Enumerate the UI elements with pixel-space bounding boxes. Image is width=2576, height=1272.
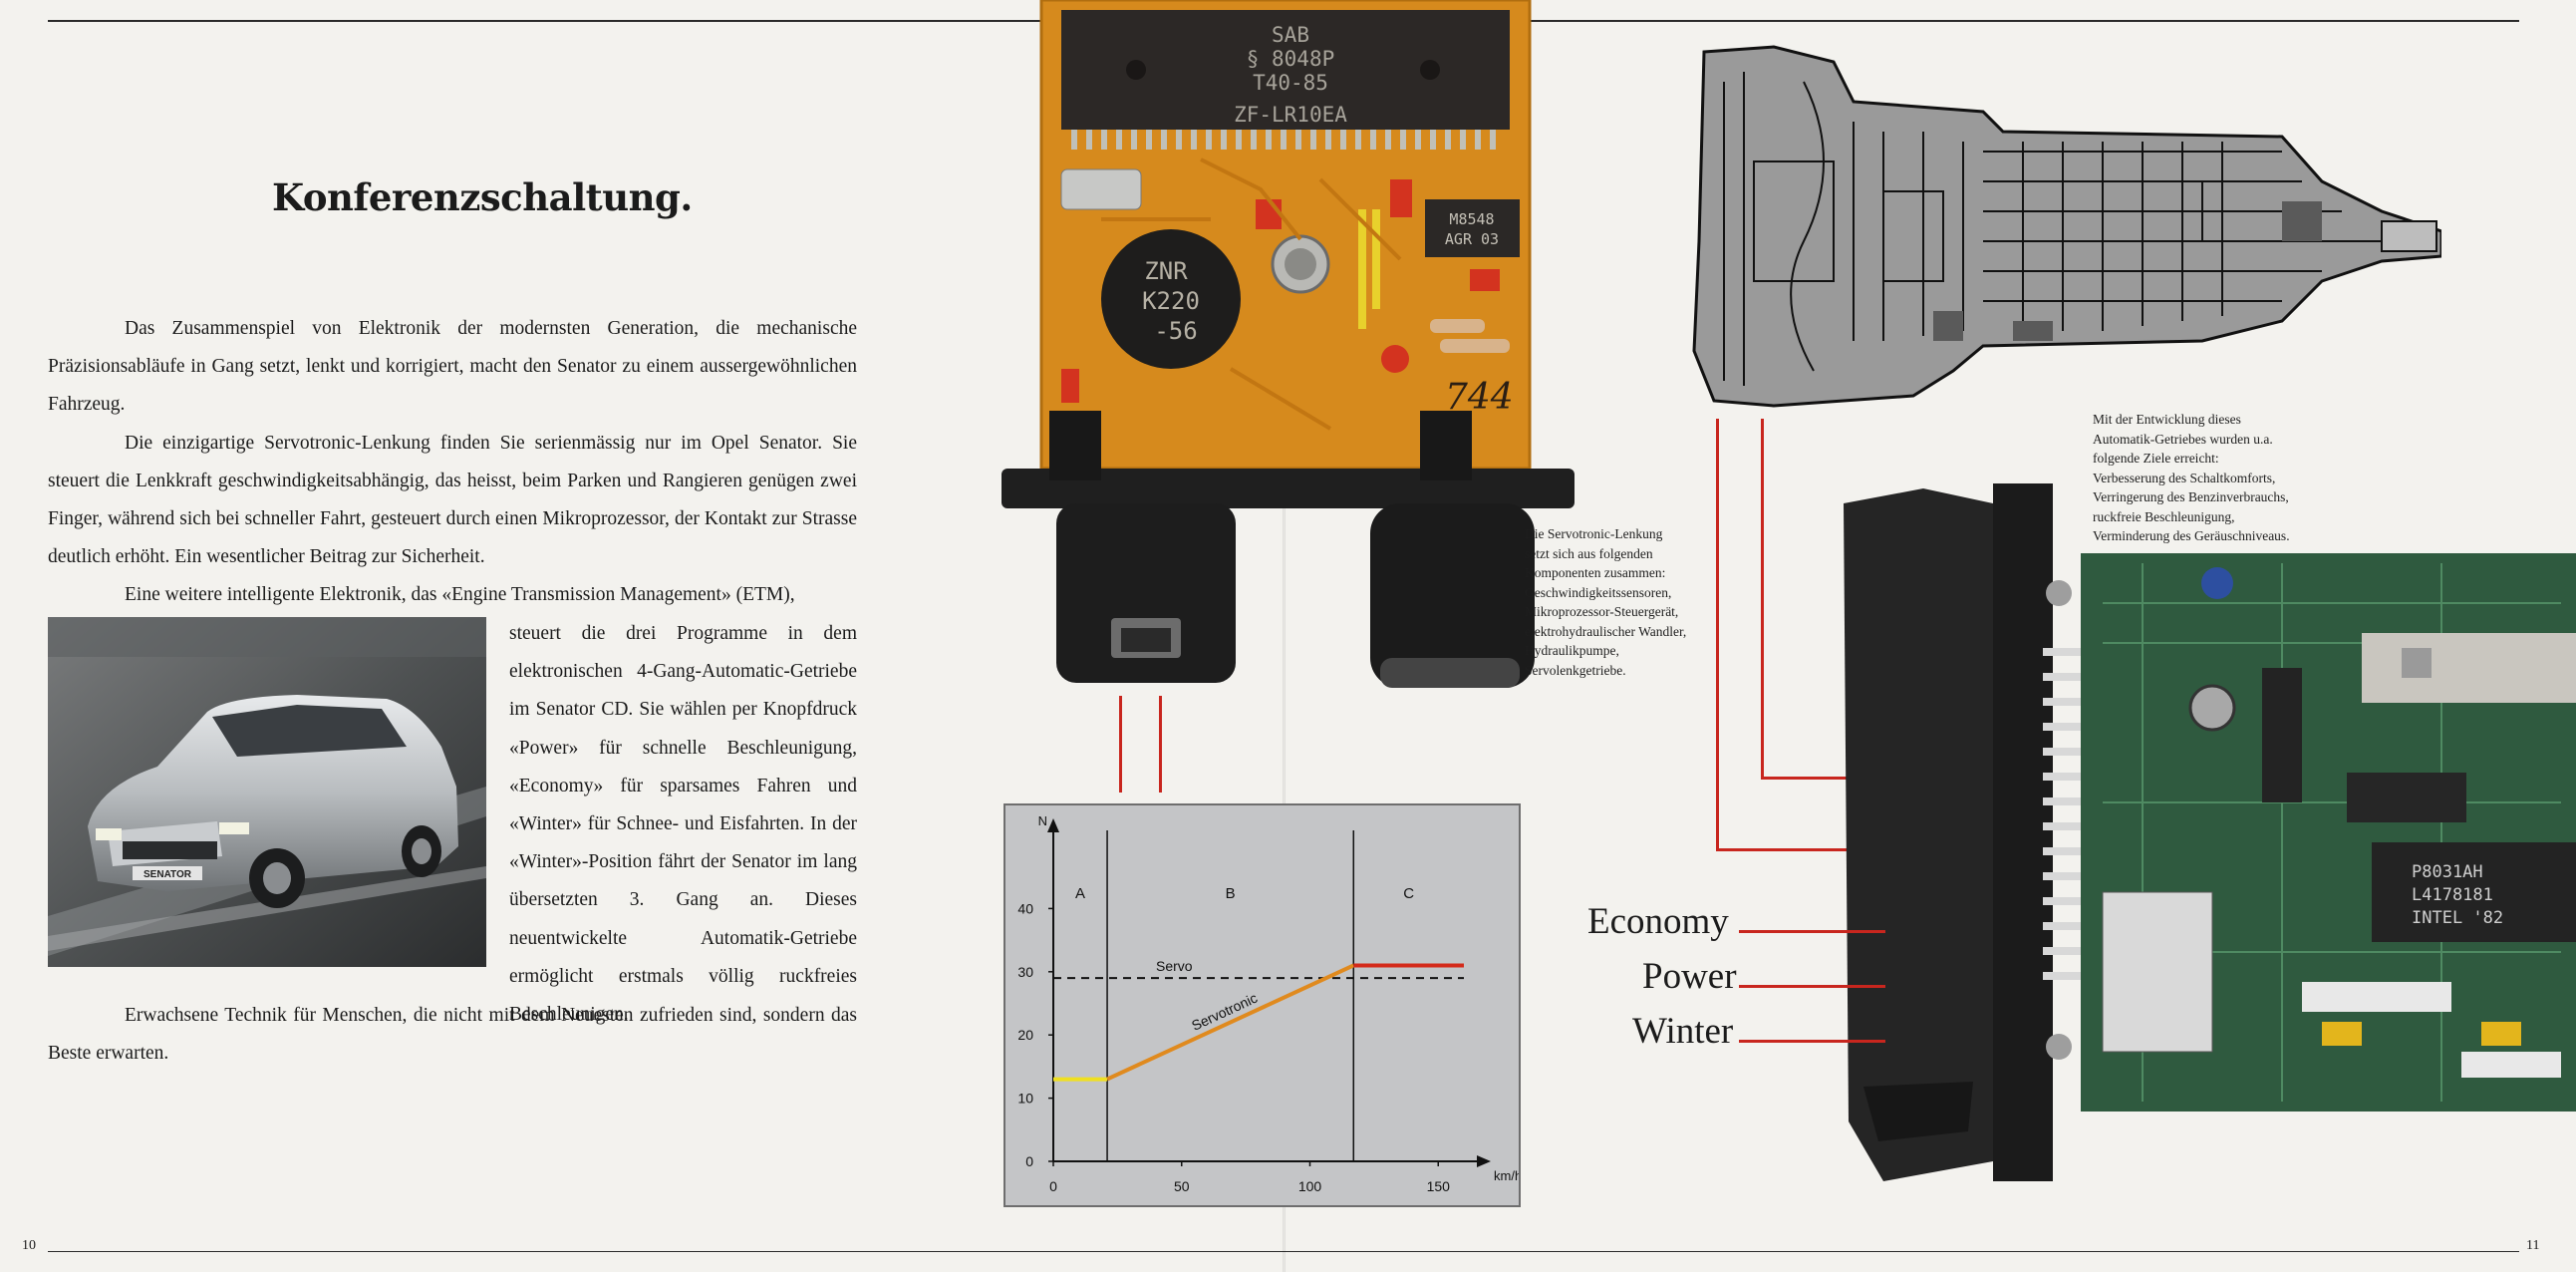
servotronic-caption-line: Servolenkgetriebe. (1525, 662, 1626, 678)
x-axis-arrow (1477, 1155, 1491, 1167)
page-number-right: 11 (2526, 1238, 2540, 1253)
servotronic-caption: Die Servotronic-Lenkung setzt sich aus f… (1525, 524, 1724, 680)
y-tick-label: 30 (1017, 964, 1033, 980)
page-gutter (1283, 0, 1286, 1272)
chip-label-1: SAB (1272, 23, 1309, 47)
gearbox-caption: Mit der Entwicklung dieses Automatik-Get… (2093, 410, 2332, 546)
etm-control-unit-illustration: P8031AH L4178181 INTEL '82 (1844, 483, 2576, 1181)
y-tick-label: 0 (1025, 1153, 1033, 1169)
paragraph-3-wrap: steuert die drei Programme in dem elektr… (509, 623, 857, 1026)
gearbox-cutaway-illustration (1692, 45, 2443, 408)
headline: Konferenzschaltung. (272, 175, 693, 219)
license-plate: SENATOR (143, 869, 192, 880)
page-number-left: 10 (22, 1238, 36, 1253)
callout-line-gearbox-2 (1761, 419, 1764, 780)
program-label-power: Power (1642, 956, 1737, 997)
servotronic-caption-line: setzt sich aus folgenden (1525, 545, 1653, 561)
x-tick-label: 150 (1427, 1178, 1451, 1194)
paragraph-3-wrap-block: steuert die drei Programme in dem elektr… (509, 615, 857, 1034)
gearbox-caption-line: Verringerung des Benzinverbrauchs, (2093, 489, 2289, 504)
zone-label-c: C (1403, 885, 1414, 902)
series-label-servo: Servo (1156, 958, 1193, 974)
paragraph-4: Erwachsene Technik für Menschen, die nic… (48, 1005, 857, 1065)
leader-line-power (1739, 985, 1885, 988)
callout-line-gearbox-1 (1716, 419, 1719, 851)
gearbox-caption-line: Automatik-Getriebes wurden u.a. (2093, 431, 2273, 447)
intel-chip-label-1: P8031AH (2412, 862, 2483, 882)
chip-label-4: ZF-LR10EA (1234, 103, 1347, 127)
bottom-rule (48, 1251, 2519, 1252)
y-axis-label: N (1038, 813, 1047, 828)
paragraph-2: Die einzigartige Servotronic-Lenkung fin… (48, 432, 857, 568)
servotronic-caption-line: Hydraulikpumpe, (1525, 643, 1619, 658)
y-axis-arrow (1047, 818, 1059, 832)
callout-line-servotronic-1 (1119, 696, 1122, 793)
servotronic-caption-line: Mikroprozessor-Steuergerät, (1525, 604, 1679, 619)
x-tick-label: 0 (1049, 1178, 1057, 1194)
car-photo: SENATOR (48, 617, 486, 967)
small-chip-label-2: AGR 03 (1445, 230, 1499, 248)
y-tick-label: 20 (1017, 1027, 1033, 1043)
callout-line-gearbox-2-h (1761, 777, 1856, 780)
zone-label-a: A (1075, 885, 1085, 902)
gearbox-cutaway-drawing (1684, 42, 2443, 411)
chip-label-3: T40-85 (1253, 71, 1328, 95)
y-tick-label: 10 (1017, 1091, 1033, 1107)
x-tick-label: 100 (1298, 1178, 1322, 1194)
leader-line-economy (1739, 930, 1885, 933)
gearbox-caption-line: Verminderung des Geräuschniveaus. (2093, 528, 2290, 543)
varistor-label-2: K220 (1142, 287, 1200, 315)
y-tick-label: 40 (1017, 900, 1033, 916)
callout-line-gearbox-1-h (1716, 848, 1856, 851)
intel-chip-label-2: L4178181 (2412, 885, 2493, 905)
servotronic-caption-line: Die Servotronic-Lenkung (1525, 526, 1663, 541)
chip-label-2: § 8048P (1247, 47, 1335, 71)
x-tick-label: 50 (1174, 1178, 1190, 1194)
etm-control-unit-photo: P8031AH L4178181 INTEL '82 (1844, 483, 2576, 1181)
paragraph-1: Das Zusammenspiel von Elektronik der mod… (48, 318, 857, 416)
small-chip-label-1: M8548 (1449, 210, 1494, 228)
car-illustration: SENATOR (48, 617, 486, 967)
servotronic-controller-illustration: SAB § 8048P T40-85 ZF-LR10EA ZNR K220 -5… (1002, 0, 1574, 688)
gearbox-caption-line: folgende Ziele erreicht: (2093, 451, 2219, 466)
servotronic-controller-photo: SAB § 8048P T40-85 ZF-LR10EA ZNR K220 -5… (1002, 0, 1574, 698)
series-servotronic-segment-2 (1106, 963, 1355, 1082)
paragraph-1-block: Das Zusammenspiel von Elektronik der mod… (48, 310, 857, 615)
program-label-winter: Winter (1632, 1011, 1734, 1052)
paragraph-3-intro: Eine weitere intelligente Elektronik, da… (125, 584, 795, 606)
paragraph-4-block: Erwachsene Technik für Menschen, die nic… (48, 997, 857, 1073)
gearbox-caption-line: Mit der Entwicklung dieses (2093, 412, 2241, 427)
x-axis-label: km/h (1494, 1168, 1519, 1183)
zone-label-b: B (1226, 885, 1236, 902)
leader-line-winter (1739, 1040, 1885, 1043)
callout-line-servotronic-2 (1159, 696, 1162, 793)
varistor-label-3: -56 (1154, 317, 1197, 345)
gearbox-caption-line: ruckfreie Beschleunigung, (2093, 508, 2235, 524)
program-label-economy: Economy (1587, 901, 1729, 942)
varistor-label-1: ZNR (1144, 257, 1188, 285)
intel-chip-label-3: INTEL '82 (2412, 908, 2503, 928)
servotronic-caption-line: Komponenten zusammen: (1525, 565, 1666, 580)
servotronic-caption-line: elektrohydraulischer Wandler, (1525, 623, 1687, 639)
servotronic-caption-line: Geschwindigkeitssensoren, (1525, 584, 1672, 600)
gearbox-caption-line: Verbesserung des Schaltkomforts, (2093, 470, 2276, 485)
